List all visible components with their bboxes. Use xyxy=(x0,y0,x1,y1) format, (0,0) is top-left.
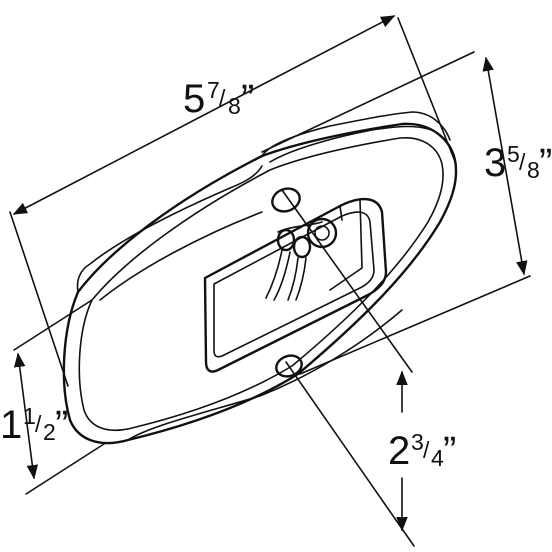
depth-numerator: 1 xyxy=(23,403,36,429)
wire-1 xyxy=(265,249,291,301)
height-extension-bottom xyxy=(299,275,531,375)
height-slash: / xyxy=(519,149,526,175)
length-unit: ” xyxy=(241,77,254,121)
hole-spacing-whole: 2 xyxy=(388,429,410,473)
height-extension-top xyxy=(261,51,475,153)
length-extension-right xyxy=(397,17,457,165)
lower-mounting-hole xyxy=(275,354,303,378)
lens-window-depth xyxy=(329,199,363,291)
spacing-extension-lower xyxy=(285,361,415,547)
bulb-socket-inner xyxy=(314,225,330,241)
height-unit: ” xyxy=(539,141,552,185)
height-numerator: 5 xyxy=(507,141,520,167)
length-numerator: 7 xyxy=(207,77,220,103)
length-dimension-line xyxy=(12,15,396,215)
depth-extension-bottom xyxy=(25,443,105,495)
wire-connector xyxy=(277,221,323,233)
depth-dimension-line xyxy=(13,352,39,480)
housing-bottom-rim xyxy=(127,309,403,441)
length-slash: / xyxy=(219,85,226,111)
hole-spacing-denominator: 4 xyxy=(431,445,444,471)
depth-extension-top xyxy=(13,299,93,351)
depth-label: 1 1 / 2 ” xyxy=(0,403,68,447)
spacing-extension-upper xyxy=(281,189,413,373)
dimension-lines xyxy=(9,15,531,547)
wire-grommet-1 xyxy=(276,228,296,252)
upper-mounting-hole xyxy=(271,187,301,213)
lamp-housing xyxy=(62,111,458,445)
wire-grommet-2 xyxy=(292,235,312,259)
height-denominator: 8 xyxy=(527,157,540,183)
height-whole: 3 xyxy=(484,141,506,185)
height-label: 3 5 / 8 ” xyxy=(484,141,552,185)
length-label: 5 7 / 8 ” xyxy=(183,77,254,121)
depth-denominator: 2 xyxy=(43,419,56,445)
length-denominator: 8 xyxy=(228,93,241,119)
hole-spacing-label: 2 3 / 4 ” xyxy=(388,429,456,473)
length-whole: 5 xyxy=(183,77,205,121)
depth-whole: 1 xyxy=(0,403,22,447)
length-extension-left xyxy=(9,211,69,387)
housing-side-panel xyxy=(99,211,263,301)
hole-spacing-unit: ” xyxy=(443,429,456,473)
depth-slash: / xyxy=(35,411,42,437)
hole-spacing-numerator: 3 xyxy=(411,429,424,455)
depth-unit: ” xyxy=(55,403,68,447)
wire-2 xyxy=(287,257,307,301)
hole-spacing-slash: / xyxy=(423,437,430,463)
height-dimension-line xyxy=(482,56,528,276)
housing-inner-lip xyxy=(78,137,444,432)
